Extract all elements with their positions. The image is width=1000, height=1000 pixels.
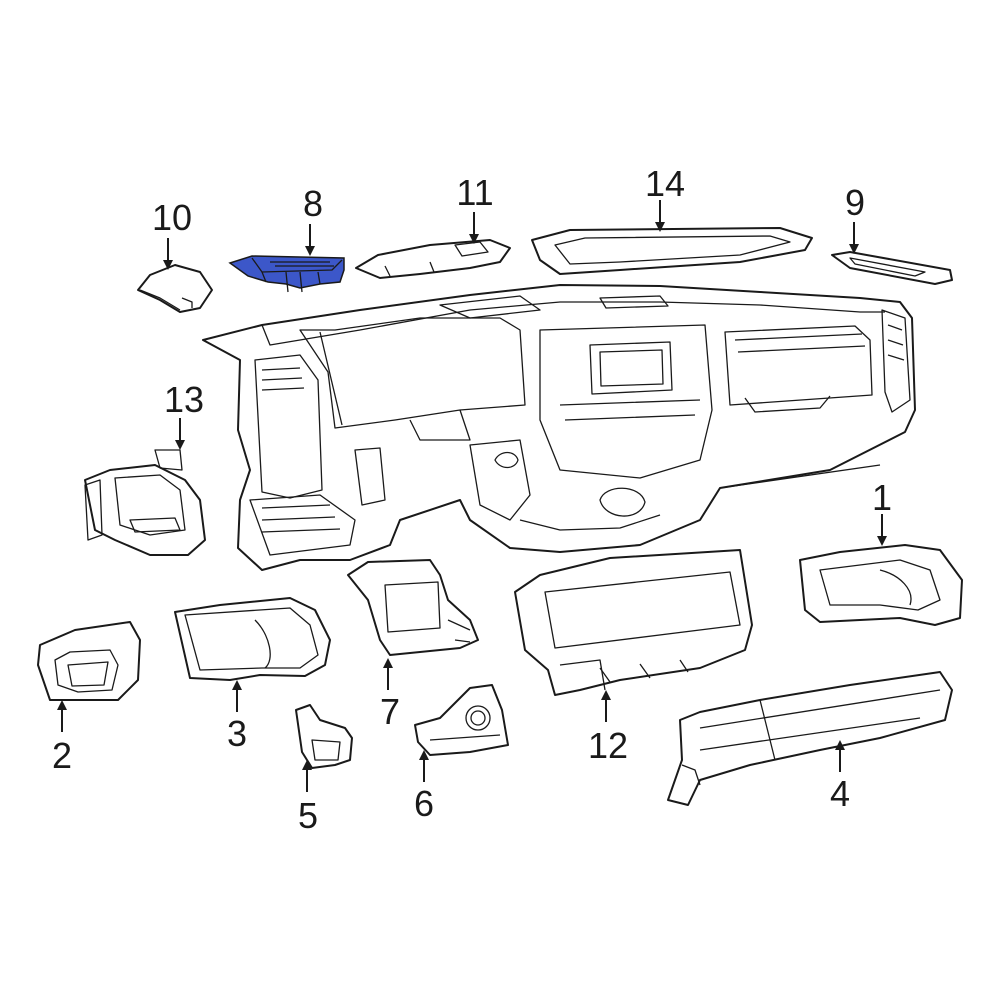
callout-1: 1 bbox=[872, 477, 892, 518]
part-8-bracket bbox=[228, 255, 345, 293]
part-7-bracket bbox=[347, 559, 479, 656]
callout-7: 7 bbox=[380, 691, 400, 732]
callout-2: 2 bbox=[52, 735, 72, 776]
part-12-glovebox bbox=[514, 549, 753, 696]
callout-3: 3 bbox=[227, 713, 247, 754]
part-9-panel bbox=[831, 251, 953, 285]
callout-12: 12 bbox=[588, 725, 628, 766]
part-4-trim bbox=[667, 671, 953, 806]
leader-arrows bbox=[57, 200, 887, 792]
callout-14: 14 bbox=[645, 163, 685, 204]
callout-9: 9 bbox=[845, 182, 865, 223]
part-3-duct bbox=[174, 597, 331, 681]
callout-10: 10 bbox=[152, 197, 192, 238]
part-6-bezel bbox=[414, 684, 509, 756]
callout-4: 4 bbox=[830, 773, 850, 814]
callout-6: 6 bbox=[414, 783, 434, 824]
part-14-bezel bbox=[531, 227, 813, 275]
callout-5: 5 bbox=[298, 795, 318, 836]
part-5-bracket bbox=[295, 704, 353, 769]
part-2-duct bbox=[37, 621, 141, 701]
callout-8: 8 bbox=[303, 183, 323, 224]
callout-11: 11 bbox=[456, 172, 493, 213]
instrument-panel-frame bbox=[202, 284, 916, 571]
callout-labels: 10 8 11 14 9 13 1 2 3 7 12 5 6 4 bbox=[52, 163, 892, 836]
part-10-cover bbox=[137, 264, 213, 313]
part-13-duct bbox=[84, 449, 206, 556]
part-11-trim bbox=[355, 239, 511, 279]
part-1-duct bbox=[799, 544, 963, 626]
arrow-heads bbox=[57, 222, 887, 770]
callout-13: 13 bbox=[164, 379, 204, 420]
